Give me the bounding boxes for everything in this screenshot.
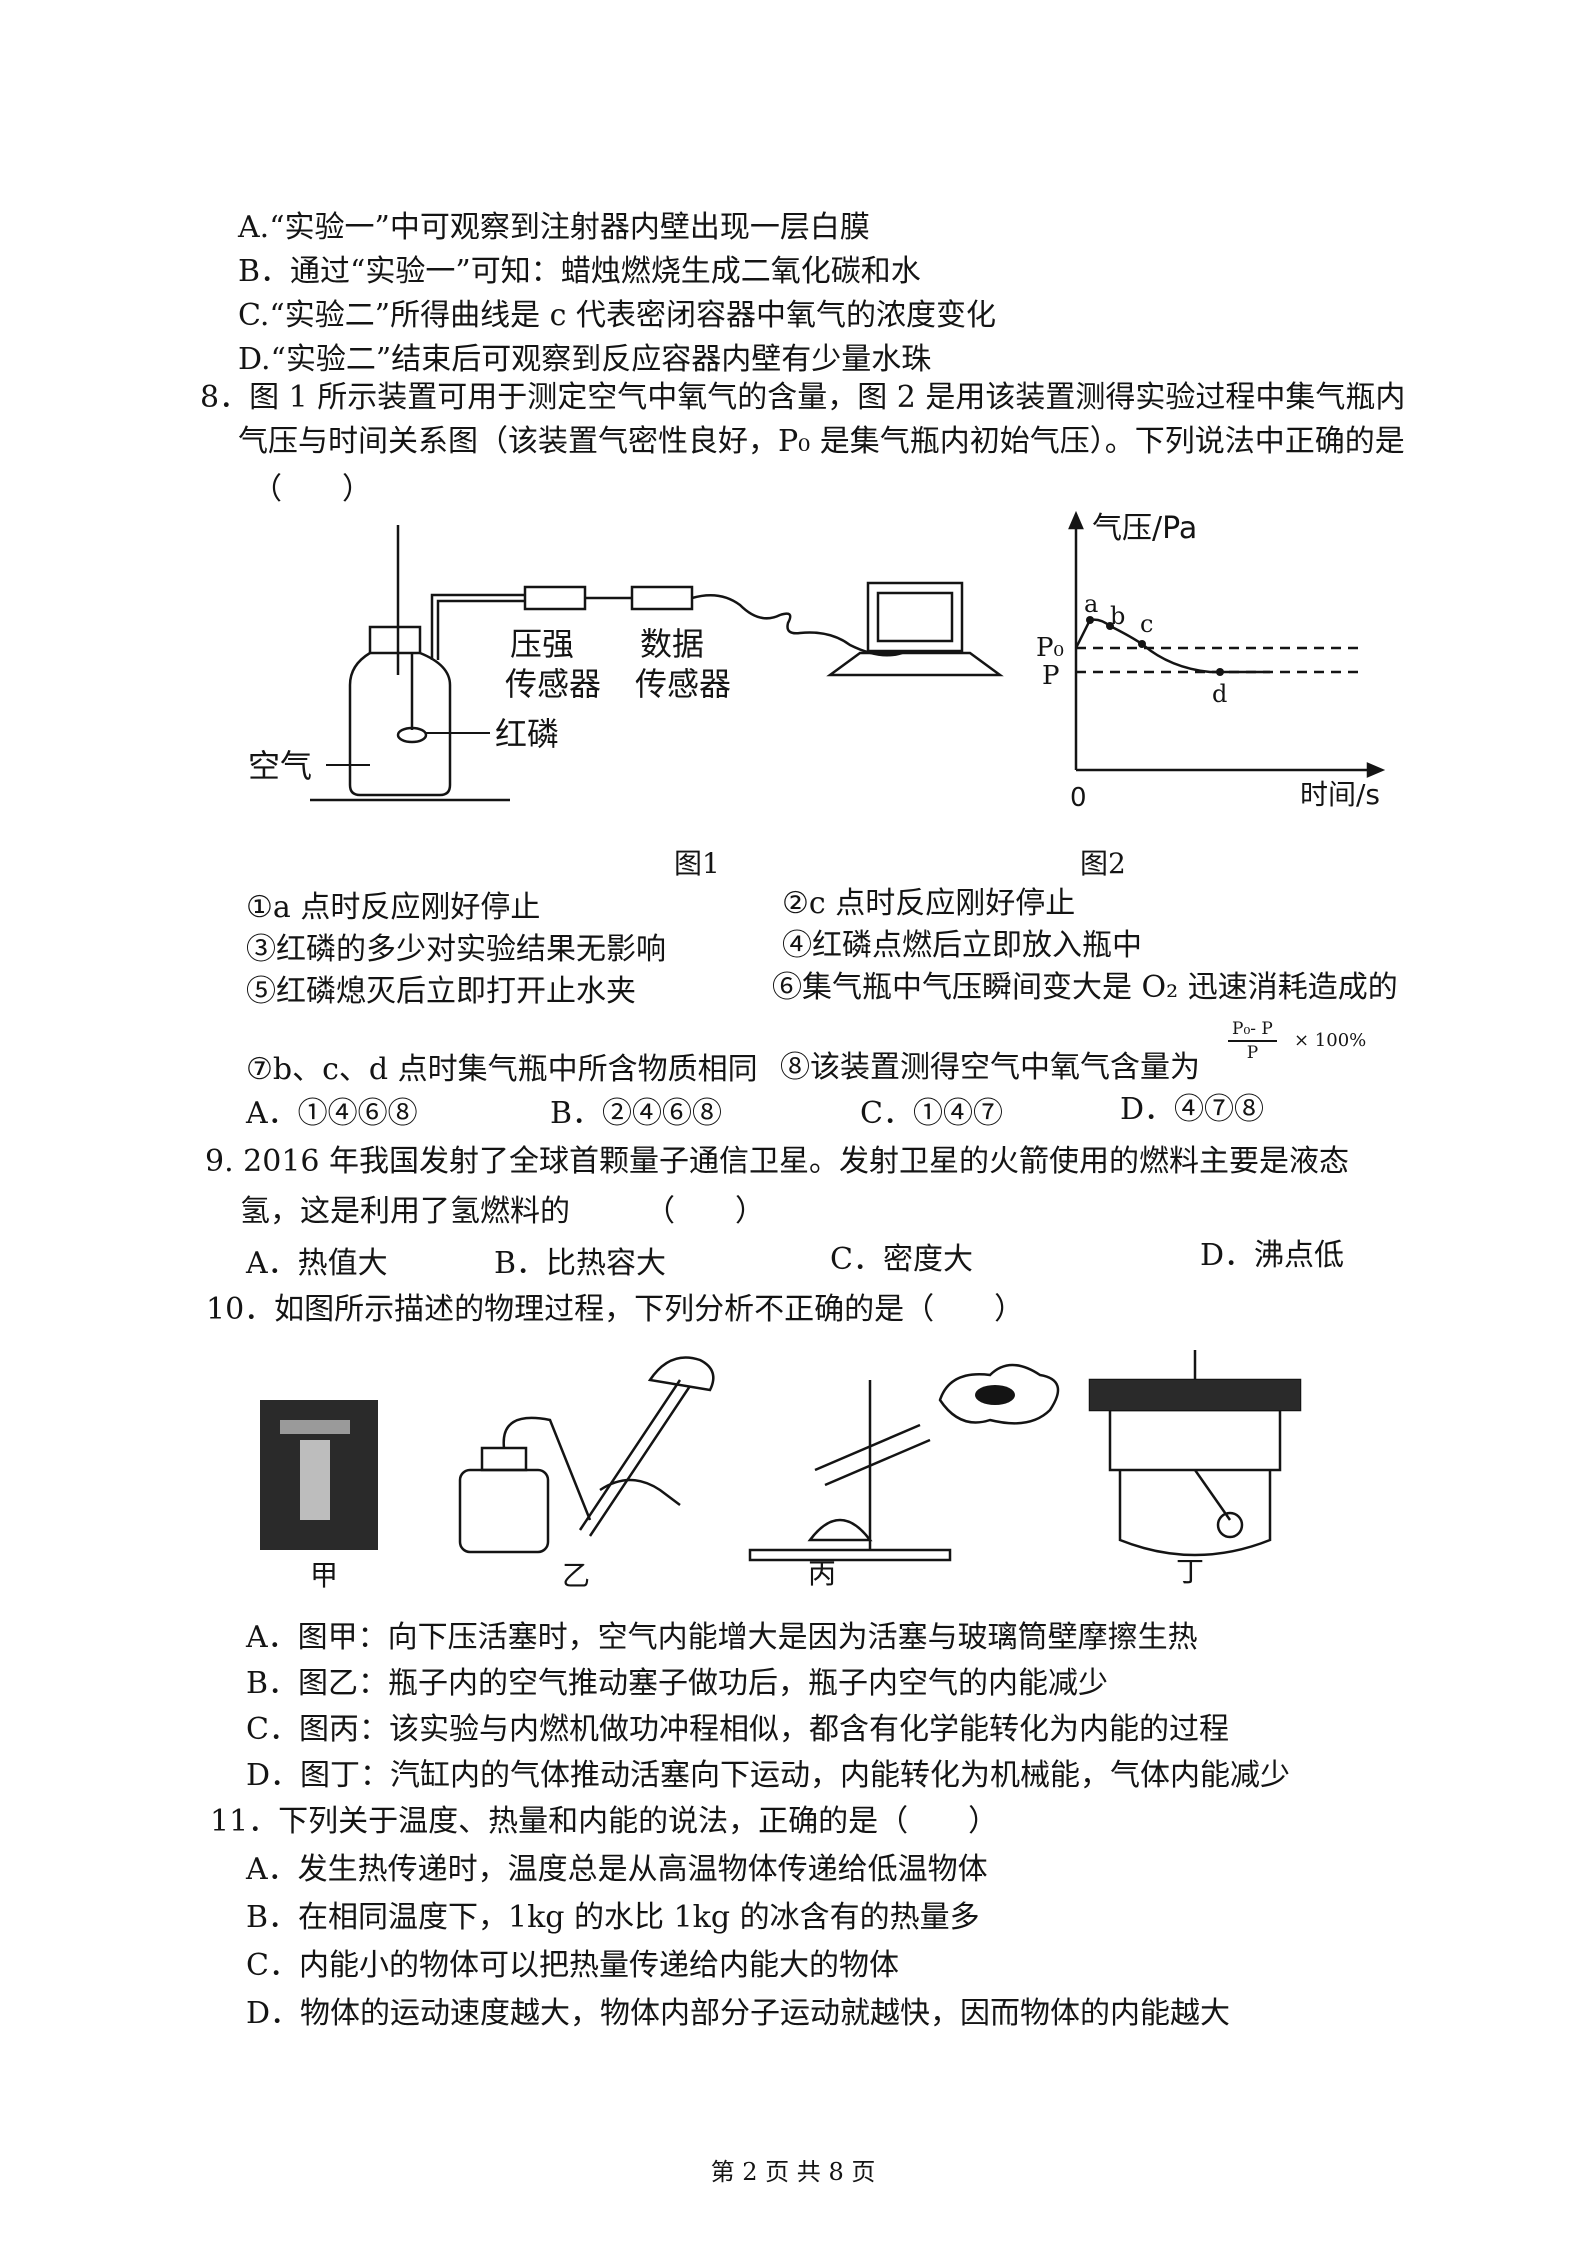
q8-statement-8: ⑧该装置测得空气中氧气含量为 xyxy=(780,1050,1200,1085)
q7-option-b: B．通过“实验一”可知：蜡烛燃烧生成二氧化碳和水 xyxy=(238,254,921,289)
point-c-label: c xyxy=(1140,610,1153,638)
q11-stem: 11．下列关于温度、热量和内能的说法，正确的是（ ） xyxy=(210,1804,999,1839)
label-pressure-sensor-2: 传感器 xyxy=(505,665,601,703)
q11-option-a: A．发生热传递时，温度总是从高温物体传递给低温物体 xyxy=(246,1852,988,1887)
q7-option-c: C.“实验二”所得曲线是 c 代表密闭容器中氧气的浓度变化 xyxy=(238,298,996,333)
q8-option-d: D．④⑦⑧ xyxy=(1120,1092,1265,1127)
figure2-drawing: 气压/Pa 时间/s 0 P₀ P a b c d xyxy=(1036,510,1386,813)
oxygen-formula: P₀- P P xyxy=(1228,1018,1277,1064)
label-data-sensor-1: 数据 xyxy=(640,625,704,663)
q10-option-d: D．图丁：汽缸内的气体推动活塞向下运动，内能转化为机械能，气体内能减少 xyxy=(246,1758,1291,1793)
q8-option-a: A．①④⑥⑧ xyxy=(246,1096,418,1131)
y-axis-label: 气压/Pa xyxy=(1092,511,1197,546)
q10-label-jia: 甲 xyxy=(310,1559,339,1592)
q10-stem: 10．如图所示描述的物理过程，下列分析不正确的是（ ） xyxy=(206,1292,1025,1327)
label-air: 空气 xyxy=(248,747,312,785)
q9-option-d: D．沸点低 xyxy=(1200,1238,1345,1273)
q10-option-a: A．图甲：向下压活塞时，空气内能增大是因为活塞与玻璃筒壁摩擦生热 xyxy=(246,1620,1198,1655)
q8-statement-2: ②c 点时反应刚好停止 xyxy=(782,886,1076,921)
q8-statement-6: ⑥集气瓶中气压瞬间变大是 O₂ 迅速消耗造成的 xyxy=(772,970,1398,1005)
p0-label: P₀ xyxy=(1036,633,1064,663)
point-a-label: a xyxy=(1084,590,1098,618)
figure1-drawing: 压强 传感器 数据 传感器 红磷 空气 xyxy=(248,525,1004,802)
q9-stem-line1: 9. 2016 年我国发射了全球首颗量子通信卫星。发射卫星的火箭使用的燃料主要是… xyxy=(205,1144,1350,1179)
q10-drawing xyxy=(260,1350,1302,1562)
figure1-caption: 图1 xyxy=(674,847,720,880)
q8-statement-3: ③红磷的多少对实验结果无影响 xyxy=(246,932,666,967)
q11-option-d: D．物体的运动速度越大，物体内部分子运动就越快，因而物体的内能越大 xyxy=(246,1996,1231,2031)
label-pressure-sensor-1: 压强 xyxy=(510,625,574,663)
q8-statement-1: ①a 点时反应刚好停止 xyxy=(246,890,541,925)
q9-option-c: C．密度大 xyxy=(830,1242,973,1277)
q8-stem-line1: 8．图 1 所示装置可用于测定空气中氧气的含量，图 2 是用该装置测得实验过程中… xyxy=(200,380,1406,415)
q11-option-b: B．在相同温度下，1kg 的水比 1kg 的冰含有的热量多 xyxy=(246,1900,980,1935)
q10-option-b: B．图乙：瓶子内的空气推动塞子做功后，瓶子内空气的内能减少 xyxy=(246,1666,1109,1701)
q8-option-c: C．①④⑦ xyxy=(860,1096,1003,1131)
q10-label-ding: 丁 xyxy=(1176,1555,1205,1588)
point-b-label: b xyxy=(1110,602,1125,630)
q10-option-c: C．图丙：该实验与内燃机做功冲程相似，都含有化学能转化为内能的过程 xyxy=(246,1712,1229,1747)
formula-numerator: P₀- P xyxy=(1228,1018,1277,1042)
q8-statement-5: ⑤红磷熄灭后立即打开止水夹 xyxy=(246,974,636,1009)
q8-answer-bracket: （ ） xyxy=(252,472,372,507)
q10-label-yi: 乙 xyxy=(562,1559,591,1592)
q9-stem-line2: 氢，这是利用了氢燃料的 （ ） xyxy=(240,1194,765,1229)
q11-option-c: C．内能小的物体可以把热量传递给内能大的物体 xyxy=(246,1948,899,1983)
q8-stem-line2: 气压与时间关系图（该装置气密性良好，P₀ 是集气瓶内初始气压）。下列说法中正确的… xyxy=(238,424,1405,459)
q10-figures xyxy=(250,1340,1370,1584)
x-axis-label: 时间/s xyxy=(1300,778,1380,811)
q8-option-b: B．②④⑥⑧ xyxy=(550,1096,723,1131)
formula-denominator: P xyxy=(1246,1043,1259,1063)
q7-option-a: A.“实验一”中可观察到注射器内壁出现一层白膜 xyxy=(238,210,870,245)
q8-statement-7: ⑦b、c、d 点时集气瓶中所含物质相同 xyxy=(246,1052,758,1087)
q9-option-b: B．比热容大 xyxy=(494,1246,667,1281)
q8-statement-4: ④红磷点燃后立即放入瓶中 xyxy=(782,928,1142,963)
label-data-sensor-2: 传感器 xyxy=(635,665,731,703)
figure2-graph: 气压/Pa 时间/s 0 P₀ P a b c d xyxy=(1030,508,1430,822)
label-red-phosphorus: 红磷 xyxy=(495,715,559,753)
p-label: P xyxy=(1042,661,1060,691)
origin-label: 0 xyxy=(1070,783,1087,813)
figure2-caption: 图2 xyxy=(1080,847,1126,880)
q7-option-d: D.“实验二”结束后可观察到反应容器内壁有少量水珠 xyxy=(238,342,932,377)
q10-label-bing: 丙 xyxy=(808,1557,837,1590)
formula-tail: × 100% xyxy=(1294,1030,1367,1051)
figure1-apparatus: 压强 传感器 数据 传感器 红磷 空气 xyxy=(240,515,1020,819)
page-footer: 第 2 页 共 8 页 xyxy=(710,2158,876,2186)
q9-option-a: A．热值大 xyxy=(246,1246,388,1281)
point-d-label: d xyxy=(1212,680,1227,708)
